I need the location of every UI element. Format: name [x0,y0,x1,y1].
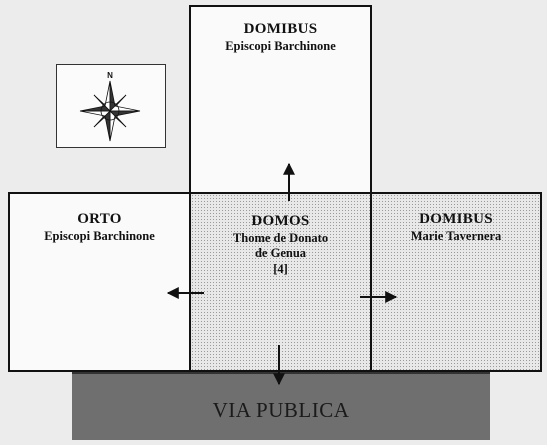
plot-center-label: DOMOS Thome de Donato de Genua [4] [189,212,372,278]
plot-east-subtitle: Marie Tavernera [410,228,502,243]
compass-icon: N [79,71,141,142]
plot-east [370,192,542,372]
plot-west-label: ORTO Episcopi Barchinone [8,210,191,244]
plot-north-subtitle: Episcopi Barchinone [225,38,336,53]
plot-center-line1: Thome de Donato [232,230,329,245]
compass-north-label: N [107,71,113,80]
plot-center-title: DOMOS [251,213,310,229]
plot-north-title: DOMIBUS [243,21,318,37]
street-label: VIA PUBLICA [212,398,350,422]
compass-rose: N [56,64,166,148]
plot-north [189,5,372,194]
plot-east-label: DOMIBUS Marie Tavernera [370,210,542,244]
plot-east-title: DOMIBUS [419,211,493,227]
plot-center-line3: [4] [273,262,288,276]
plot-north-label: DOMIBUS Episcopi Barchinone [189,20,372,54]
plot-west-title: ORTO [77,211,122,227]
plot-west-subtitle: Episcopi Barchinone [44,228,155,243]
plot-center-line2: de Genua [254,246,307,261]
